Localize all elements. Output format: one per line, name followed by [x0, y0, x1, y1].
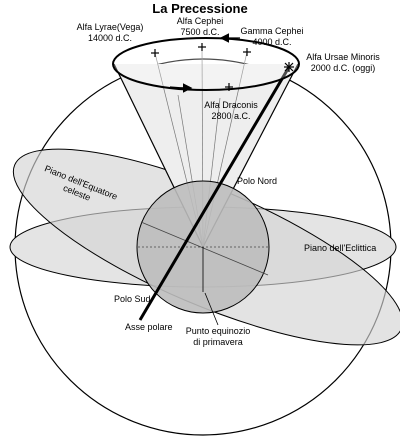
polaris-name-label: Alfa Ursae Minoris — [306, 52, 380, 62]
polo-nord-label: Polo Nord — [237, 176, 277, 186]
cephei-date-label: 7500 d.C. — [180, 27, 219, 37]
vega-name-label: Alfa Lyrae(Vega) — [77, 22, 144, 32]
cephei-star-icon — [198, 43, 206, 51]
draconis-date-label: 2800 a.C. — [211, 111, 250, 121]
polar-axis — [138, 66, 291, 321]
equinox-leader-line — [204, 292, 219, 326]
precession-circle — [112, 37, 300, 91]
cephei-name-label: Alfa Cephei — [177, 16, 224, 26]
earth-equator-line — [140, 221, 269, 276]
gamma-star-icon — [243, 48, 251, 56]
vega-date-label: 14000 d.C. — [88, 33, 132, 43]
polar-axis-label: Asse polare — [125, 322, 173, 332]
diagram-title: La Precessione — [152, 1, 247, 16]
star-markers — [151, 43, 294, 91]
polo-sud-label: Polo Sud — [114, 294, 151, 304]
gamma-date-label: 4000 d.C. — [252, 37, 291, 47]
equinox-label-line1: Punto equinozio — [186, 326, 251, 336]
ecliptic-plane-label: Piano dell'Eclittica — [304, 243, 376, 253]
polaris-star-icon — [284, 62, 294, 72]
draconis-star-icon — [225, 83, 233, 91]
polaris-date-label: 2000 d.C. (oggi) — [311, 63, 376, 73]
vega-star-icon — [151, 49, 159, 57]
equinox-label-line2: di primavera — [193, 337, 243, 347]
precession-arrow-front — [169, 83, 193, 93]
star-labels: Alfa Lyrae(Vega) 14000 d.C. Alfa Cephei … — [77, 16, 381, 121]
precession-cone — [114, 64, 298, 247]
gamma-name-label: Gamma Cephei — [240, 26, 303, 36]
draconis-name-label: Alfa Draconis — [204, 100, 258, 110]
